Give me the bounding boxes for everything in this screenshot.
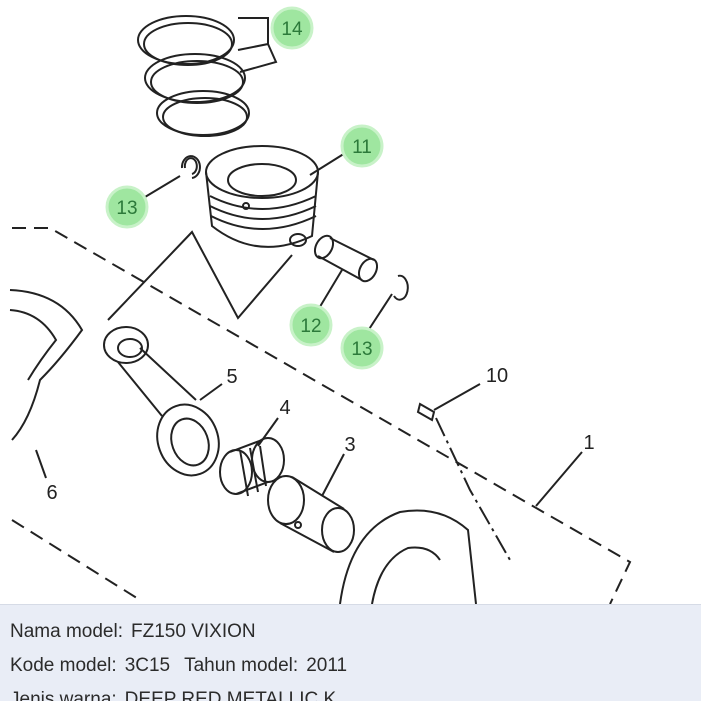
connecting-rod-part <box>103 326 220 477</box>
circlip-right-part <box>393 274 409 301</box>
crank-web-left-part <box>9 289 84 441</box>
svg-text:13: 13 <box>351 339 372 360</box>
ref-3: 3 <box>344 434 355 456</box>
crankcase-boundary-line-lower <box>11 519 141 601</box>
assembly-guide-line <box>107 230 293 321</box>
piston-part <box>205 145 319 248</box>
ref-5: 5 <box>226 366 237 388</box>
ref-6: 6 <box>46 482 57 504</box>
svg-text:12: 12 <box>300 316 321 337</box>
leader-5 <box>199 383 223 401</box>
assembly-guide-dashdot <box>435 417 511 561</box>
callout-13-right[interactable]: 13 <box>340 326 384 370</box>
callout-14[interactable]: 14 <box>270 6 314 50</box>
color-row: Jenis warna: DEEP RED METALLIC K <box>10 689 350 701</box>
ref-4: 4 <box>279 397 290 419</box>
model-year-value: 2011 <box>306 655 348 676</box>
leader-13-left <box>139 175 181 201</box>
ref-1: 1 <box>583 432 594 454</box>
piston-pin-part <box>313 234 379 283</box>
model-code-row: Kode model: 3C15 Tahun model: 2011 <box>10 655 361 677</box>
model-name-value: FZ150 VIXION <box>131 621 256 642</box>
piston-rings-part <box>137 15 250 137</box>
svg-text:11: 11 <box>352 137 372 158</box>
leader-14 <box>237 17 278 73</box>
callout-11[interactable]: 11 <box>340 124 384 168</box>
leader-3 <box>321 453 345 497</box>
woodruff-key-part <box>416 402 436 422</box>
crank-pin-part <box>267 475 355 553</box>
model-info-panel: Nama model: FZ150 VIXION Kode model: 3C15 T… <box>0 604 701 701</box>
model-code-value: 3C15 <box>124 655 171 676</box>
svg-text:13: 13 <box>116 198 137 219</box>
leader-12 <box>317 269 343 311</box>
circlip-left-part <box>180 155 201 179</box>
crankcase-boundary-line <box>12 227 632 605</box>
callout-13-left[interactable]: 13 <box>105 185 149 229</box>
model-code-label: Kode model: <box>10 655 117 676</box>
crank-web-right-part <box>339 509 477 605</box>
callout-12[interactable]: 12 <box>289 303 333 347</box>
leader-10 <box>433 383 481 411</box>
color-value: DEEP RED METALLIC K <box>124 689 337 701</box>
leader-1 <box>535 451 583 507</box>
color-label: Jenis warna: <box>10 689 117 701</box>
model-name-label: Nama model: <box>10 621 123 642</box>
svg-text:14: 14 <box>281 19 303 40</box>
parts-diagram: 14 11 13 12 13 10 5 4 3 1 6 <box>9 6 632 605</box>
leader-4 <box>257 417 279 447</box>
exploded-view-svg: 14 11 13 12 13 10 5 4 3 1 6 <box>9 6 632 605</box>
model-year-label: Tahun model: <box>184 655 299 676</box>
leader-6 <box>35 449 47 479</box>
ref-10: 10 <box>486 365 508 387</box>
model-name-row: Nama model: FZ150 VIXION <box>10 621 270 643</box>
needle-bearing-part <box>219 437 285 497</box>
